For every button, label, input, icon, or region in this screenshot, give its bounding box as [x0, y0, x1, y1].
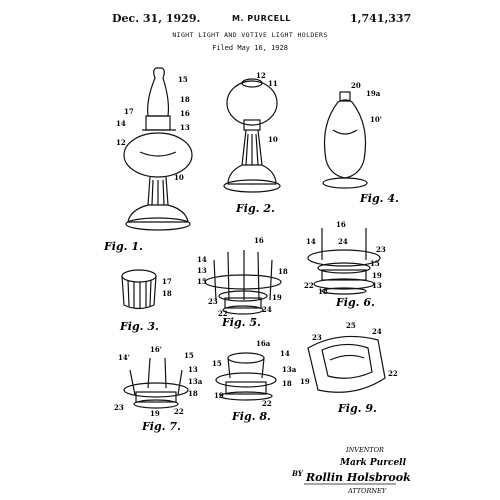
fig5-caption: Fig. 5. — [221, 316, 261, 329]
numeral: 16' — [150, 345, 162, 354]
numeral: 18 — [162, 289, 172, 298]
attorney-signature: Rollin Holsbrook — [305, 471, 411, 484]
numeral: 25 — [346, 321, 356, 330]
fig4-caption: Fig. 4. — [359, 192, 399, 205]
patent-number: 1,741,337 — [350, 12, 412, 25]
numeral: 13 — [197, 266, 207, 275]
numeral: 16 — [336, 220, 346, 229]
fig1-numerals: 15 17 14 18 16 13 12 10 — [116, 75, 190, 182]
numeral: 19a — [366, 89, 381, 98]
numeral: 12 — [256, 71, 266, 80]
numeral: 23 — [312, 333, 322, 342]
numeral: 14 — [116, 119, 126, 128]
numeral: 12 — [116, 138, 126, 147]
fig9-numerals: 23 25 24 19 22 — [300, 321, 398, 386]
numeral: 16 — [180, 109, 190, 118]
numeral: 22 — [388, 369, 398, 378]
numeral: 19 — [372, 271, 382, 280]
numeral: 15 — [370, 259, 380, 268]
numeral: 15 — [212, 359, 222, 368]
signature-block: INVENTOR Mark Purcell BY Rollin Holsbroo… — [291, 446, 411, 495]
fig2-drawing — [223, 78, 281, 193]
fig6-drawing — [307, 228, 381, 295]
numeral: 19 — [300, 377, 310, 386]
numeral: 23 — [114, 403, 124, 412]
numeral: 10' — [370, 115, 382, 124]
fig1-caption: Fig. 1. — [103, 240, 143, 253]
fig4-drawing — [322, 91, 368, 189]
numeral: 18 — [318, 287, 328, 296]
numeral: 13 — [180, 123, 190, 132]
fig3-numerals: 17 18 — [162, 277, 172, 298]
numeral: 23 — [208, 297, 218, 306]
numeral: 10 — [268, 135, 278, 144]
fig7-caption: Fig. 7. — [141, 420, 181, 433]
fig7-drawing — [123, 357, 189, 409]
numeral: 19 — [150, 409, 160, 418]
numeral: 23 — [376, 245, 386, 254]
numeral: 18 — [188, 389, 198, 398]
numeral: 24 — [372, 327, 382, 336]
numeral: 18 — [282, 379, 292, 388]
numeral: 18 — [180, 95, 190, 104]
numeral: 17 — [162, 277, 172, 286]
numeral: 20 — [351, 81, 361, 90]
fig8-drawing — [215, 352, 277, 401]
numeral: 15 — [197, 277, 207, 286]
numeral: 22 — [218, 309, 228, 318]
numeral: 22 — [174, 407, 184, 416]
numeral: 14 — [306, 237, 316, 246]
fig8-numerals: 16a 14 15 13a 18 19 22 — [212, 339, 297, 408]
numeral: 16a — [256, 339, 271, 348]
numeral: 11 — [268, 79, 278, 88]
numeral: 13a — [188, 377, 203, 386]
patent-title: NIGHT LIGHT AND VOTIVE LIGHT HOLDERS — [172, 31, 328, 39]
fig3-caption: Fig. 3. — [119, 320, 159, 333]
attorney-caption: ATTORNEY — [347, 487, 387, 495]
numeral: 14 — [197, 255, 207, 264]
fig4-numerals: 20 19a 10' — [351, 81, 382, 124]
numeral: 15 — [184, 351, 194, 360]
fig5-drawing — [204, 250, 282, 315]
numeral: 16 — [254, 236, 264, 245]
fig2-caption: Fig. 2. — [235, 202, 275, 215]
numeral: 13 — [372, 281, 382, 290]
numeral: 18 — [278, 267, 288, 276]
patent-date: Dec. 31, 1929. — [112, 12, 201, 25]
fig3-drawing — [121, 269, 157, 310]
fig6-caption: Fig. 6. — [335, 296, 375, 309]
numeral: 10 — [174, 173, 184, 182]
fig9-caption: Fig. 9. — [337, 402, 377, 415]
numeral: 14' — [118, 353, 130, 362]
numeral: 19 — [214, 391, 224, 400]
fig7-numerals: 14' 16' 15 13 13a 18 23 19 22 — [114, 345, 203, 418]
numeral: 14 — [280, 349, 290, 358]
filed-date: Filed May 16, 1928 — [212, 44, 288, 52]
inventor-name-header: M. PURCELL — [232, 14, 291, 23]
numeral: 24 — [338, 237, 348, 246]
numeral: 13 — [188, 365, 198, 374]
numeral: 15 — [178, 75, 188, 84]
fig8-caption: Fig. 8. — [231, 410, 271, 423]
fig6-numerals: 16 14 24 23 15 19 13 22 18 — [304, 220, 386, 296]
fig5-numerals: 16 14 13 15 23 24 18 19 22 — [197, 236, 288, 318]
numeral: 22 — [304, 281, 314, 290]
numeral: 13a — [282, 365, 297, 374]
numeral: 17 — [124, 107, 134, 116]
fig9-drawing — [307, 335, 386, 393]
inventor-caption: INVENTOR — [345, 446, 384, 454]
inventor-signature-name: Mark Purcell — [339, 458, 407, 468]
numeral: 22 — [262, 399, 272, 408]
numeral: 19 — [272, 293, 282, 302]
fig1-drawing — [123, 67, 193, 231]
numeral: 24 — [262, 305, 272, 314]
by-caption: BY — [291, 469, 304, 478]
fig2-numerals: 12 11 10 — [256, 71, 278, 144]
